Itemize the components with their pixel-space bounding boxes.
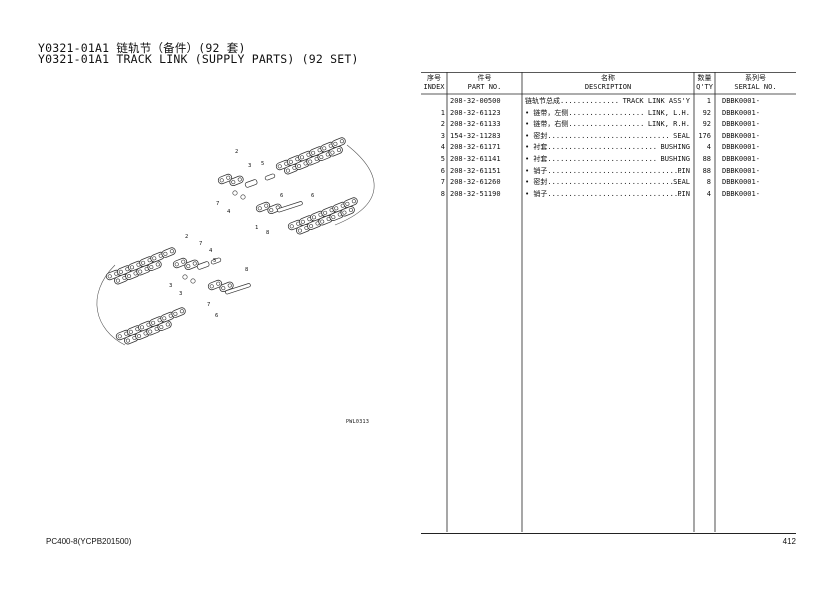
upper-chain [216,136,359,236]
callout: 3 [169,283,172,289]
header-qty: 数量 Q'TY [696,74,713,91]
serial-number-cell: DBBK0001- [722,143,760,152]
description-english: BUSHING [660,155,690,163]
part-number-cell: 208-32-61171 [450,143,501,152]
description-english: LINK, L.H. [647,108,690,117]
model-code: PC400-8(YCPB201500) [46,537,132,546]
table-row: 5 208-32-61141 88 DBBK0001- • 衬套............… [421,154,796,166]
callout: 6 [215,313,218,319]
description-chinese: • 衬套.......................... [525,143,658,152]
description-english: PIN [677,166,690,175]
parts-table: 序号 INDEX 件号 PART NO. 名称 DESCRIPTION 数量 Q… [421,72,796,532]
diagram-code: PWL0313 [346,419,370,425]
index-cell: 2 [440,120,445,129]
callout: 8 [245,267,248,273]
quantity-cell: 88 [702,155,711,163]
index-cell: 3 [440,131,445,140]
callout: 5 [261,161,264,167]
serial-number-cell: DBBK0001- [722,131,760,140]
description-english: SEAL [673,131,690,140]
quantity-cell: 92 [702,108,711,117]
quantity-cell: 4 [706,143,711,152]
part-number-cell: 154-32-11283 [450,131,501,140]
serial-number-cell: DBBK0001- [722,97,760,105]
callout: 3 [179,291,182,297]
callout: 2 [235,149,238,155]
header-serial-no: 系列号 SERIAL NO. [734,74,777,91]
serial-number-cell: DBBK0001- [722,155,760,163]
description-chinese: • 链带，右侧.................. [525,120,645,129]
quantity-cell: 92 [702,120,711,129]
description-chinese: • 密封............................. [525,131,670,140]
footer-divider [421,533,796,534]
table-row: 208-32-00500 1 DBBK0001- 链轨节总成.............… [421,96,796,108]
part-number-cell: 208-32-61133 [450,120,501,129]
index-cell: 7 [440,178,445,187]
part-number-cell: 208-32-61141 [450,155,501,163]
header-part-no: 件号 PART NO. [467,74,502,91]
description-chinese: • 密封............................... [525,178,679,187]
description-chinese: • 衬套.......................... [525,155,658,163]
serial-number-cell: DBBK0001- [722,189,760,198]
index-cell: 5 [440,155,445,163]
table-row: 8 208-32-51190 4 DBBK0001- • 销子.............… [421,189,796,201]
description-english: TRACK LINK ASS'Y [622,97,690,105]
index-cell: 4 [440,143,445,152]
callout: 4 [227,209,231,215]
table-row: 3 154-32-11283 176 DBBK0001- • 密封...........… [421,131,796,143]
serial-number-cell: DBBK0001- [722,108,760,117]
diagram-illustration: 2 3 5 6 7 4 6 1 8 2 7 4 5 3 3 6 7 8 [96,136,375,346]
callout: 7 [199,241,202,247]
table-row: 2 208-32-61133 92 DBBK0001- • 链带，右侧.........… [421,119,796,131]
callout: 2 [185,234,188,240]
page-title-chinese: Y0321-01A1 链轨节（备件）(92 套) [38,41,246,55]
part-number-cell: 208-32-61123 [450,108,501,117]
table-grid [421,72,796,532]
index-cell: 1 [440,108,445,117]
description-chinese: 链轨节总成.............. [525,97,620,105]
callout: 6 [280,193,283,199]
callout-labels: 2 3 5 6 7 4 6 1 8 2 7 4 5 3 3 6 7 8 [169,149,314,319]
callout: 7 [207,302,210,308]
description-english: SEAL [673,178,690,187]
quantity-cell: 4 [706,189,711,198]
page-title-english: Y0321-01A1 TRACK LINK (SUPPLY PARTS) (92… [38,52,359,66]
callout: 5 [213,258,216,264]
description-chinese: • 销子................................ [525,189,683,198]
table-row: 1 208-32-61123 92 DBBK0001- • 链带，左侧.........… [421,108,796,120]
table-row: 4 208-32-61171 4 DBBK0001- • 衬套.............… [421,142,796,154]
quantity-cell: 88 [702,166,711,175]
description-english: LINK, R.H. [647,120,690,129]
description-english: BUSHING [660,143,690,152]
serial-number-cell: DBBK0001- [722,120,760,129]
part-number-cell: 208-32-61151 [450,166,501,175]
table-row: 6 208-32-61151 88 DBBK0001- • 销子............… [421,166,796,178]
description-english: PIN [677,189,690,198]
quantity-cell: 176 [698,131,711,140]
lower-chain [104,246,251,346]
description-chinese: • 销子................................ [525,166,683,175]
part-number-cell: 208-32-61260 [450,178,501,187]
quantity-cell: 1 [706,97,711,105]
track-link-exploded-diagram: 2 3 5 6 7 4 6 1 8 2 7 4 5 3 3 6 7 8 [85,135,405,365]
callout: 6 [311,193,314,199]
serial-number-cell: DBBK0001- [722,166,760,175]
table-row: 7 208-32-61260 8 DBBK0001- • 密封.............… [421,177,796,189]
callout: 8 [266,230,269,236]
part-number-cell: 208-32-00500 [450,97,501,105]
index-cell: 8 [440,189,445,198]
callout: 4 [209,248,213,254]
callout: 7 [216,201,219,207]
part-number-cell: 208-32-51190 [450,189,501,198]
header-description: 名称 DESCRIPTION [584,74,632,91]
quantity-cell: 8 [706,178,711,187]
callout: 1 [255,225,258,231]
description-chinese: • 链带，左侧.................. [525,108,645,117]
index-cell: 6 [440,166,445,175]
header-index: 序号 INDEX [423,74,445,91]
serial-number-cell: DBBK0001- [722,178,760,187]
callout: 3 [248,163,251,169]
page-number: 412 [782,537,796,546]
